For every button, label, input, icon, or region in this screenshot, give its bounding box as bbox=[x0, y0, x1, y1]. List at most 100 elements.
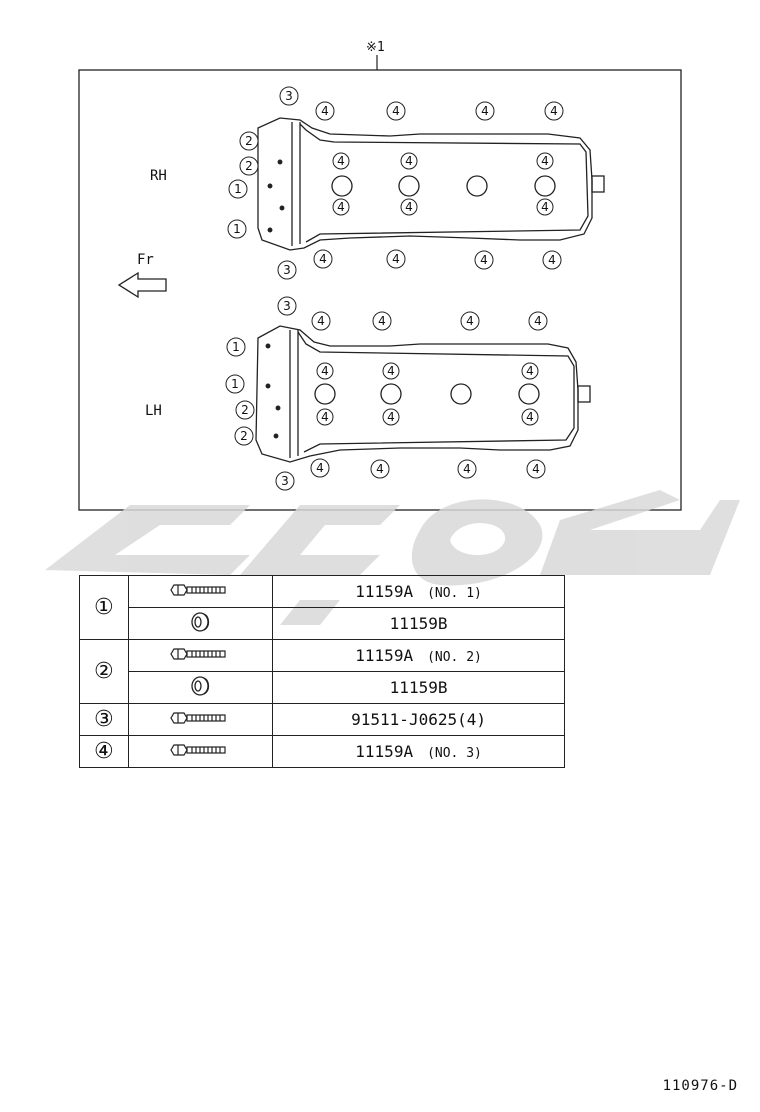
part-note: (NO. 3) bbox=[427, 746, 482, 761]
callout-4: 4 bbox=[332, 198, 350, 216]
rh-callouts: 3 2 2 1 1 3 4 4 4 4 4 4 4 4 4 4 4 4 4 4 bbox=[227, 86, 564, 280]
svg-text:4: 4 bbox=[526, 364, 534, 378]
callout-4: 4 bbox=[311, 311, 331, 331]
svg-text:3: 3 bbox=[281, 474, 289, 488]
svg-text:4: 4 bbox=[526, 410, 534, 424]
table-row: 11159B bbox=[80, 607, 565, 640]
callout-4: 4 bbox=[521, 362, 539, 380]
washer-icon bbox=[127, 671, 274, 704]
svg-text:1: 1 bbox=[233, 222, 241, 236]
svg-text:4: 4 bbox=[541, 154, 549, 168]
callout-4: 4 bbox=[400, 152, 418, 170]
svg-text:2: 2 bbox=[241, 403, 249, 417]
callout-4: 4 bbox=[386, 249, 406, 269]
lh-label: LH bbox=[145, 403, 162, 419]
svg-text:4: 4 bbox=[376, 462, 384, 476]
callout-4: 4 bbox=[536, 152, 554, 170]
callout-2: 2 bbox=[234, 426, 254, 446]
svg-text:3: 3 bbox=[285, 89, 293, 103]
ref-number: ④ bbox=[79, 735, 129, 768]
svg-text:4: 4 bbox=[387, 364, 395, 378]
svg-text:4: 4 bbox=[321, 410, 329, 424]
part-cell: 11159A(NO. 2) bbox=[272, 639, 565, 672]
svg-text:1: 1 bbox=[232, 340, 240, 354]
callout-4: 4 bbox=[382, 408, 400, 426]
ref-number: ③ bbox=[79, 703, 129, 736]
callout-4: 4 bbox=[526, 459, 546, 479]
callout-4: 4 bbox=[372, 311, 392, 331]
parts-table: ① 11159A (NO. 1) 11159B ② 11159A(NO. 2) 1… bbox=[79, 575, 565, 768]
svg-text:4: 4 bbox=[534, 314, 542, 328]
lh-gasket bbox=[255, 325, 591, 463]
part-cell: 11159B bbox=[272, 607, 565, 640]
svg-text:4: 4 bbox=[392, 104, 400, 118]
svg-text:4: 4 bbox=[532, 462, 540, 476]
svg-text:1: 1 bbox=[234, 182, 242, 196]
svg-text:4: 4 bbox=[319, 252, 327, 266]
front-label: Fr bbox=[137, 252, 154, 268]
table-row: ① 11159A (NO. 1) bbox=[79, 575, 565, 640]
part-cell: 11159A (NO. 3) bbox=[272, 735, 565, 768]
kit-label: ※1 bbox=[366, 40, 385, 55]
callout-1: 1 bbox=[227, 219, 247, 239]
callout-4: 4 bbox=[332, 152, 350, 170]
callout-3: 3 bbox=[277, 296, 297, 316]
callout-4: 4 bbox=[400, 198, 418, 216]
svg-text:4: 4 bbox=[317, 314, 325, 328]
part-number: 11159A bbox=[355, 742, 414, 761]
svg-text:1: 1 bbox=[231, 377, 239, 391]
rh-label: RH bbox=[150, 168, 167, 184]
callout-4: 4 bbox=[315, 101, 335, 121]
svg-text:4: 4 bbox=[378, 314, 386, 328]
part-number: 11159A bbox=[355, 582, 414, 601]
callout-4: 4 bbox=[316, 362, 334, 380]
callout-4: 4 bbox=[457, 459, 477, 479]
ref-number: ① bbox=[79, 575, 129, 640]
rh-gasket bbox=[257, 117, 605, 251]
part-cell: 91511-J0625(4) bbox=[272, 703, 565, 736]
callout-3: 3 bbox=[279, 86, 299, 106]
callout-4: 4 bbox=[536, 198, 554, 216]
callout-2: 2 bbox=[239, 156, 259, 176]
callout-2: 2 bbox=[235, 400, 255, 420]
callout-4: 4 bbox=[316, 408, 334, 426]
svg-text:4: 4 bbox=[405, 200, 413, 214]
part-cell: 11159B bbox=[272, 671, 565, 704]
svg-text:4: 4 bbox=[463, 462, 471, 476]
lh-callouts: 3 1 1 2 2 3 4 4 4 4 4 4 4 4 4 4 4 4 4 4 bbox=[225, 296, 548, 491]
svg-text:2: 2 bbox=[245, 134, 253, 148]
table-row: ③ 91511-J0625(4) bbox=[79, 703, 565, 736]
bolt-icon bbox=[127, 703, 274, 736]
callout-4: 4 bbox=[542, 250, 562, 270]
ref-number: ② bbox=[79, 639, 129, 704]
gasket-diagram: ※1 RH LH Fr 3 bbox=[78, 40, 682, 511]
callout-4: 4 bbox=[313, 249, 333, 269]
callout-4: 4 bbox=[474, 250, 494, 270]
svg-text:4: 4 bbox=[541, 200, 549, 214]
svg-text:4: 4 bbox=[392, 252, 400, 266]
part-number: 11159A bbox=[355, 646, 414, 665]
part-number: 11159B bbox=[389, 614, 448, 633]
svg-text:4: 4 bbox=[337, 154, 345, 168]
callout-3: 3 bbox=[277, 260, 297, 280]
svg-text:4: 4 bbox=[480, 253, 488, 267]
table-row: 11159B bbox=[80, 671, 565, 704]
callout-3: 3 bbox=[275, 471, 295, 491]
callout-4: 4 bbox=[386, 101, 406, 121]
part-note: (NO. 1) bbox=[427, 586, 482, 601]
callout-4: 4 bbox=[528, 311, 548, 331]
svg-text:4: 4 bbox=[316, 461, 324, 475]
bolt-icon bbox=[127, 575, 274, 608]
callout-4: 4 bbox=[475, 101, 495, 121]
callout-1: 1 bbox=[225, 374, 245, 394]
svg-text:4: 4 bbox=[466, 314, 474, 328]
callout-4: 4 bbox=[382, 362, 400, 380]
callout-4: 4 bbox=[370, 459, 390, 479]
callout-1: 1 bbox=[228, 179, 248, 199]
part-cell: 11159A (NO. 1) bbox=[272, 575, 565, 608]
table-row: ④ 11159A (NO. 3) bbox=[79, 735, 565, 768]
part-number: 11159B bbox=[389, 678, 448, 697]
table-row: ② 11159A(NO. 2) bbox=[79, 639, 565, 704]
part-number: 91511-J0625(4) bbox=[351, 710, 486, 729]
bolt-icon bbox=[127, 639, 274, 672]
